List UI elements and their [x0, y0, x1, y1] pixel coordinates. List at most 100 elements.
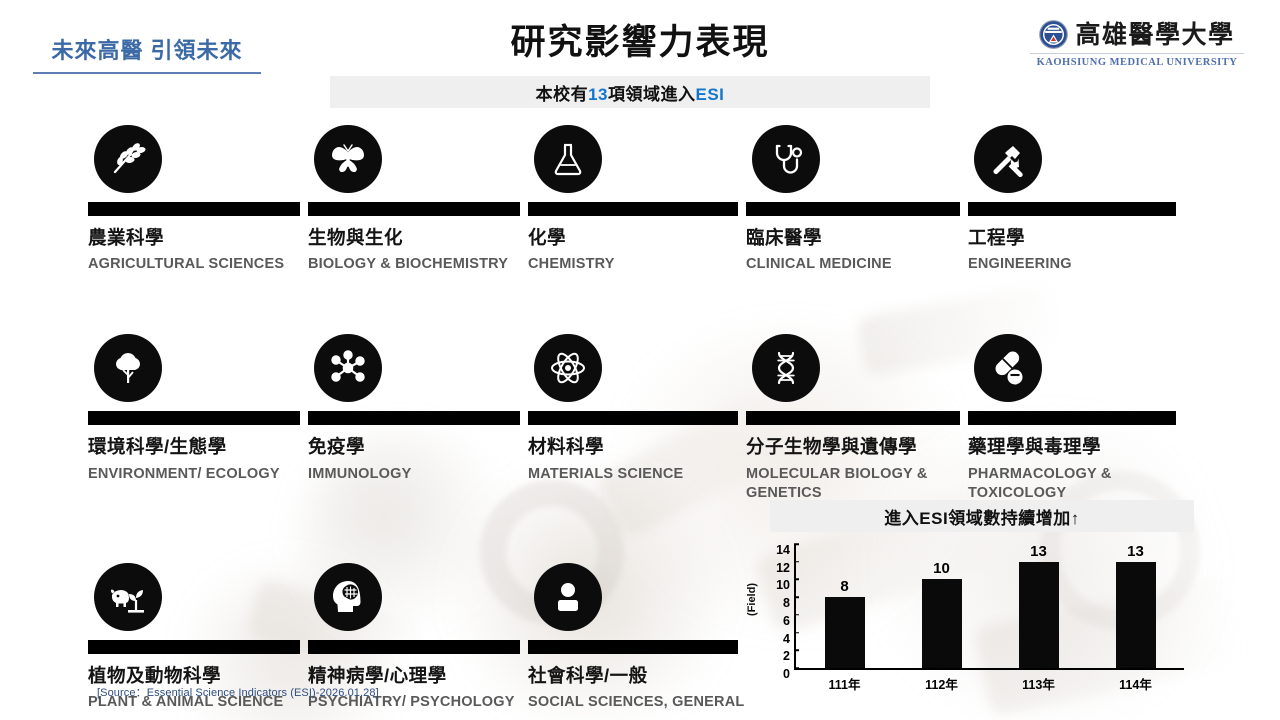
hammer-wrench-icon: [974, 125, 1042, 193]
chart-y-tickmark: [794, 543, 799, 545]
field-name-en: ENVIRONMENT/ ECOLOGY: [88, 465, 280, 482]
chart-y-tick: 14: [776, 542, 790, 557]
chart-y-tickmark: [794, 649, 799, 652]
source-note: [Source：Essential Science Indicators (ES…: [97, 687, 379, 699]
field-name-cn: 生物與生化: [308, 227, 404, 248]
chart-bar-value: 8: [840, 578, 849, 596]
field-card-bar: [88, 202, 300, 216]
field-name-cn: 工程學: [968, 227, 1026, 248]
field-name-cn: 環境科學/生態學: [88, 436, 227, 458]
chart-y-axis-label: (Field): [746, 583, 758, 616]
wheat-icon: [94, 125, 162, 193]
field-name-cn: 精神病學/心理學: [308, 664, 447, 686]
chart-bar-value: 13: [1127, 543, 1144, 560]
chart-y-tickmark: [794, 631, 799, 634]
chart-bars: 8 10 13 13: [796, 544, 1184, 668]
field-card-bar: [968, 202, 1176, 216]
field-card-bar: [528, 411, 738, 426]
field-name-en: CHEMISTRY: [528, 256, 615, 273]
person-icon: [534, 562, 602, 631]
field-card-bar: [528, 202, 738, 216]
logo-chinese-name: 高雄醫學大學: [1075, 20, 1235, 49]
field-card-bar: [528, 639, 738, 654]
field-name-en: PLANT & ANIMAL SCIENCE: [88, 693, 284, 710]
chart-x-label: 114年: [1119, 678, 1152, 692]
field-card-environment-ecology[interactable]: 環境科學/生態學 ENVIRONMENT/ ECOLOGY: [88, 327, 308, 502]
chart-y-tick: 0: [783, 666, 790, 681]
field-card-social-sciences-general[interactable]: 社會科學/一般 SOCIAL SCIENCES, GENERAL: [528, 556, 746, 712]
chart-y-tick: 4: [783, 631, 790, 646]
chart-bar-value: 13: [1030, 543, 1047, 560]
field-name-cn: 植物及動物科學: [88, 664, 222, 686]
field-card-pharmacology-toxicology[interactable]: 藥理學與毒理學 PHARMACOLOGY & TOXICOLOGY: [968, 327, 1184, 502]
subtitle-count: 13: [588, 84, 608, 104]
field-card-clinical-medicine[interactable]: 臨床醫學 CLINICAL MEDICINE: [746, 118, 968, 274]
field-card-materials-science[interactable]: 材料科學 MATERIALS SCIENCE: [528, 327, 746, 502]
field-card-bar: [308, 639, 520, 654]
chart-x-labels: 111年 112年 113年 114年: [796, 674, 1184, 698]
field-name-en: AGRICULTURAL SCIENCES: [88, 256, 285, 273]
molecule-cluster-icon: [314, 334, 382, 403]
chart-y-tickmark: [794, 578, 799, 581]
field-card-chemistry[interactable]: 化學 CHEMISTRY: [528, 118, 746, 274]
field-name-en: IMMUNOLOGY: [308, 465, 412, 482]
head-brain-icon: [314, 562, 382, 631]
field-card-psychiatry-psychology[interactable]: 精神病學/心理學 PSYCHIATRY/ PSYCHOLOGY: [308, 556, 528, 712]
field-row-3: 植物及動物科學 PLANT & ANIMAL SCIENCE 精神病學/心理學 …: [88, 556, 1184, 712]
chart-bar-column: 8: [796, 544, 893, 668]
chart-bar: [1018, 562, 1059, 668]
field-name-cn: 農業科學: [88, 227, 165, 248]
field-name-en: PHARMACOLOGY & TOXICOLOGY: [968, 465, 1112, 501]
subtitle-esi-tag: ESI: [695, 84, 725, 104]
field-name-cn: 化學: [528, 227, 567, 248]
field-card-biology-biochemistry[interactable]: 生物與生化 BIOLOGY & BIOCHEMISTRY: [308, 118, 528, 274]
field-card-engineering[interactable]: 工程學 ENGINEERING: [968, 118, 1184, 274]
chart-title: 進入ESI領域數持續增加↑: [770, 500, 1194, 532]
farm-animal-plant-icon: [94, 562, 162, 631]
field-card-immunology[interactable]: 免疫學 IMMUNOLOGY: [308, 327, 528, 502]
field-card-bar: [746, 411, 960, 426]
slogan-banner: 未來高醫 引領未來: [33, 33, 261, 74]
chart-bar: [824, 597, 865, 668]
field-card-bar: [88, 639, 300, 654]
field-name-en: SOCIAL SCIENCES, GENERAL: [528, 693, 745, 710]
chart-y-tickmark: [794, 596, 799, 598]
field-name-en: MATERIALS SCIENCE: [528, 465, 684, 482]
logo-english-name: KAOHSIUNG MEDICAL UNIVERSITY: [1036, 57, 1238, 68]
field-card-bar: [308, 411, 520, 426]
stethoscope-icon: [752, 125, 820, 193]
chart-bar-column: 10: [893, 544, 990, 668]
chart-x-label: 113年: [1022, 678, 1055, 692]
field-name-cn: 分子生物學與遺傳學: [746, 436, 918, 458]
field-card-bar: [88, 411, 300, 426]
field-name-cn: 臨床醫學: [746, 227, 823, 248]
university-logo: 高雄醫學大學 KAOHSIUNG MEDICAL UNIVERSITY: [1028, 20, 1246, 68]
subtitle-prefix: 本校有: [535, 84, 589, 104]
logo-divider: [1030, 53, 1244, 54]
page-title: 研究影響力表現: [510, 23, 770, 62]
field-card-molecular-biology-genetics[interactable]: 分子生物學與遺傳學 MOLECULAR BIOLOGY & GENETICS: [746, 327, 968, 502]
chart-y-tickmark: [794, 560, 799, 563]
chart-y-tickmark: [794, 614, 799, 616]
field-name-en: MOLECULAR BIOLOGY & GENETICS: [746, 465, 928, 501]
chart-y-tick: 2: [783, 649, 790, 664]
chart-bar: [921, 579, 962, 668]
chart-x-label: 112年: [925, 678, 958, 692]
chart-x-label: 111年: [828, 678, 861, 692]
chart-y-tick: 8: [783, 595, 790, 610]
field-name-en: CLINICAL MEDICINE: [746, 256, 892, 273]
subtitle-banner: 本校有13項領域進入ESI: [330, 76, 930, 108]
chart-x-axis-line: [794, 668, 1184, 670]
university-crest-icon: [1039, 20, 1069, 49]
flask-icon: [534, 125, 602, 193]
esi-field-grid: 農業科學 AGRICULTURAL SCIENCES 生物與生化 B: [88, 118, 1184, 716]
dna-icon: [752, 334, 820, 403]
field-card-bar: [968, 411, 1176, 426]
field-card-agricultural-sciences[interactable]: 農業科學 AGRICULTURAL SCIENCES: [88, 118, 308, 274]
field-card-bar: [746, 202, 960, 216]
field-card-plant-animal-science[interactable]: 植物及動物科學 PLANT & ANIMAL SCIENCE: [88, 556, 308, 712]
